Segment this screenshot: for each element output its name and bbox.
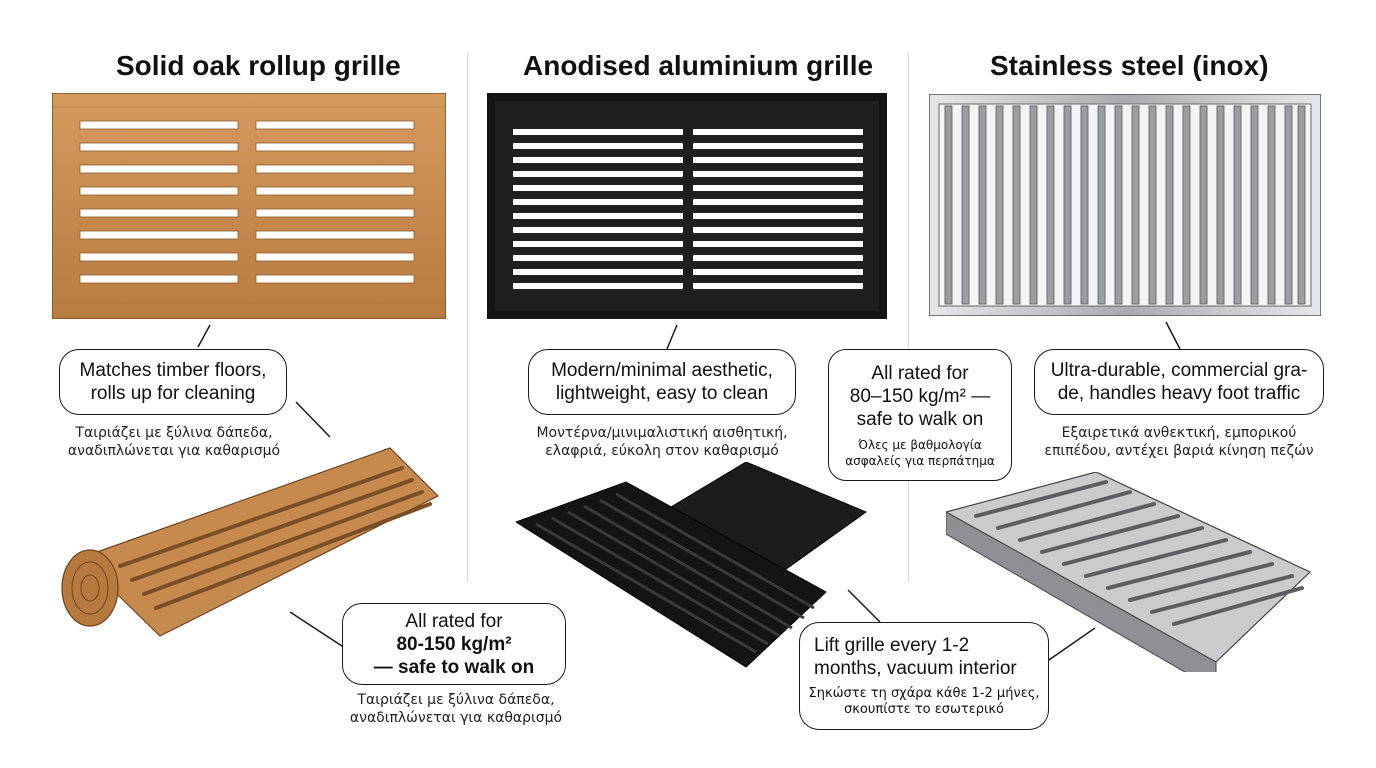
steel-grille-tray-view: [946, 472, 1312, 672]
oak-benefit-bubble: Matches timber floors, rolls up for clea…: [59, 349, 287, 415]
rating-center-line-3: safe to walk on: [856, 408, 984, 430]
oak-benefit-line-1: Matches timber floors,: [79, 360, 267, 381]
title-aluminium: Anodised aluminium grille: [523, 50, 874, 81]
steel-greek-line-1: Εξαιρετικά ανθεκτική, εμπορικού: [1061, 425, 1297, 441]
steel-benefit-bubble: Ultra-durable, commercial gra- de, handl…: [1034, 349, 1324, 415]
rating-left-line-1: All rated for: [405, 610, 503, 632]
steel-greek-line-2: επιπέδου, αντέχει βαριά κίνηση πεζών: [1044, 443, 1314, 459]
oak-greek-line-2: αναδιπλώνεται για καθαρισμό: [67, 443, 281, 459]
rating-left-greek-line-1: Ταιριάζει με ξύλινα δάπεδα,: [357, 692, 555, 708]
steel-benefit-line-1: Ultra-durable, commercial gra-: [1050, 360, 1308, 381]
aluminium-grille-stacked-view: [516, 462, 868, 668]
aluminium-benefit-bubble: Modern/minimal aesthetic, lightweight, e…: [528, 349, 796, 415]
rating-left-line-3: — safe to walk on: [373, 656, 535, 678]
rating-left-line-2: 80-150 kg/m²: [396, 633, 512, 655]
divider-right: [908, 52, 909, 582]
aluminium-greek-line-2: ελαφριά, εύκολη στον καθαρισμό: [545, 443, 779, 459]
rating-left-greek: Ταιριάζει με ξύλινα δάπεδα, αναδιπλώνετα…: [336, 691, 576, 727]
rating-center-line-1: All rated for: [871, 362, 969, 384]
oak-grille-rolled-view: [61, 447, 440, 637]
aluminium-benefit-line-1: Modern/minimal aesthetic,: [551, 360, 773, 381]
aluminium-greek-line-1: Μοντέρνα/μινιμαλιστική αισθητική,: [536, 425, 788, 441]
aluminium-grille-top-view: [487, 93, 887, 319]
rating-center-greek-line-1: Όλες με βαθμολογία: [858, 437, 982, 452]
oak-grille-top-view: [52, 93, 446, 319]
steel-benefit-line-2: de, handles heavy foot traffic: [1057, 383, 1301, 404]
rating-center-greek-line-2: ασφαλείς για περπάτημα: [845, 453, 995, 468]
maintenance-bubble: Lift grille every 1-2 months, vacuum int…: [799, 622, 1049, 730]
rating-center-bubble: All rated for 80–150 kg/m² — safe to wal…: [828, 349, 1012, 481]
aluminium-benefit-greek: Μοντέρνα/μινιμαλιστική αισθητική, ελαφρι…: [520, 424, 804, 460]
oak-benefit-line-2: rolls up for cleaning: [90, 383, 256, 404]
title-steel: Stainless steel (inox): [990, 50, 1269, 81]
divider-left: [467, 52, 468, 582]
aluminium-benefit-line-2: lightweight, easy to clean: [555, 383, 769, 404]
rating-left-bubble: All rated for 80-150 kg/m² — safe to wal…: [342, 603, 566, 685]
steel-grille-top-view: [929, 94, 1321, 316]
maintenance-line-2: months, vacuum interior: [814, 658, 1017, 679]
maintenance-greek: Σηκώστε τη σχάρα κάθε 1-2 μήνες, σκουπίσ…: [809, 686, 1040, 718]
maintenance-greek-line-2: σκουπίστε το εσωτερικό: [843, 702, 1004, 717]
rating-left-greek-line-2: αναδιπλώνεται για καθαρισμό: [349, 710, 563, 726]
maintenance-greek-line-1: Σηκώστε τη σχάρα κάθε 1-2 μήνες,: [808, 686, 1040, 701]
rating-center-line-2: 80–150 kg/m² —: [849, 385, 991, 407]
steel-benefit-greek: Εξαιρετικά ανθεκτική, εμπορικού επιπέδου…: [1034, 424, 1324, 460]
rating-center-greek: Όλες με βαθμολογία ασφαλείς για περπάτημ…: [845, 437, 995, 469]
maintenance-line-1: Lift grille every 1-2: [814, 635, 970, 656]
oak-benefit-greek: Ταιριάζει με ξύλινα δάπεδα, αναδιπλώνετα…: [60, 424, 288, 460]
oak-greek-line-1: Ταιριάζει με ξύλινα δάπεδα,: [75, 425, 273, 441]
title-oak: Solid oak rollup grille: [116, 50, 401, 81]
